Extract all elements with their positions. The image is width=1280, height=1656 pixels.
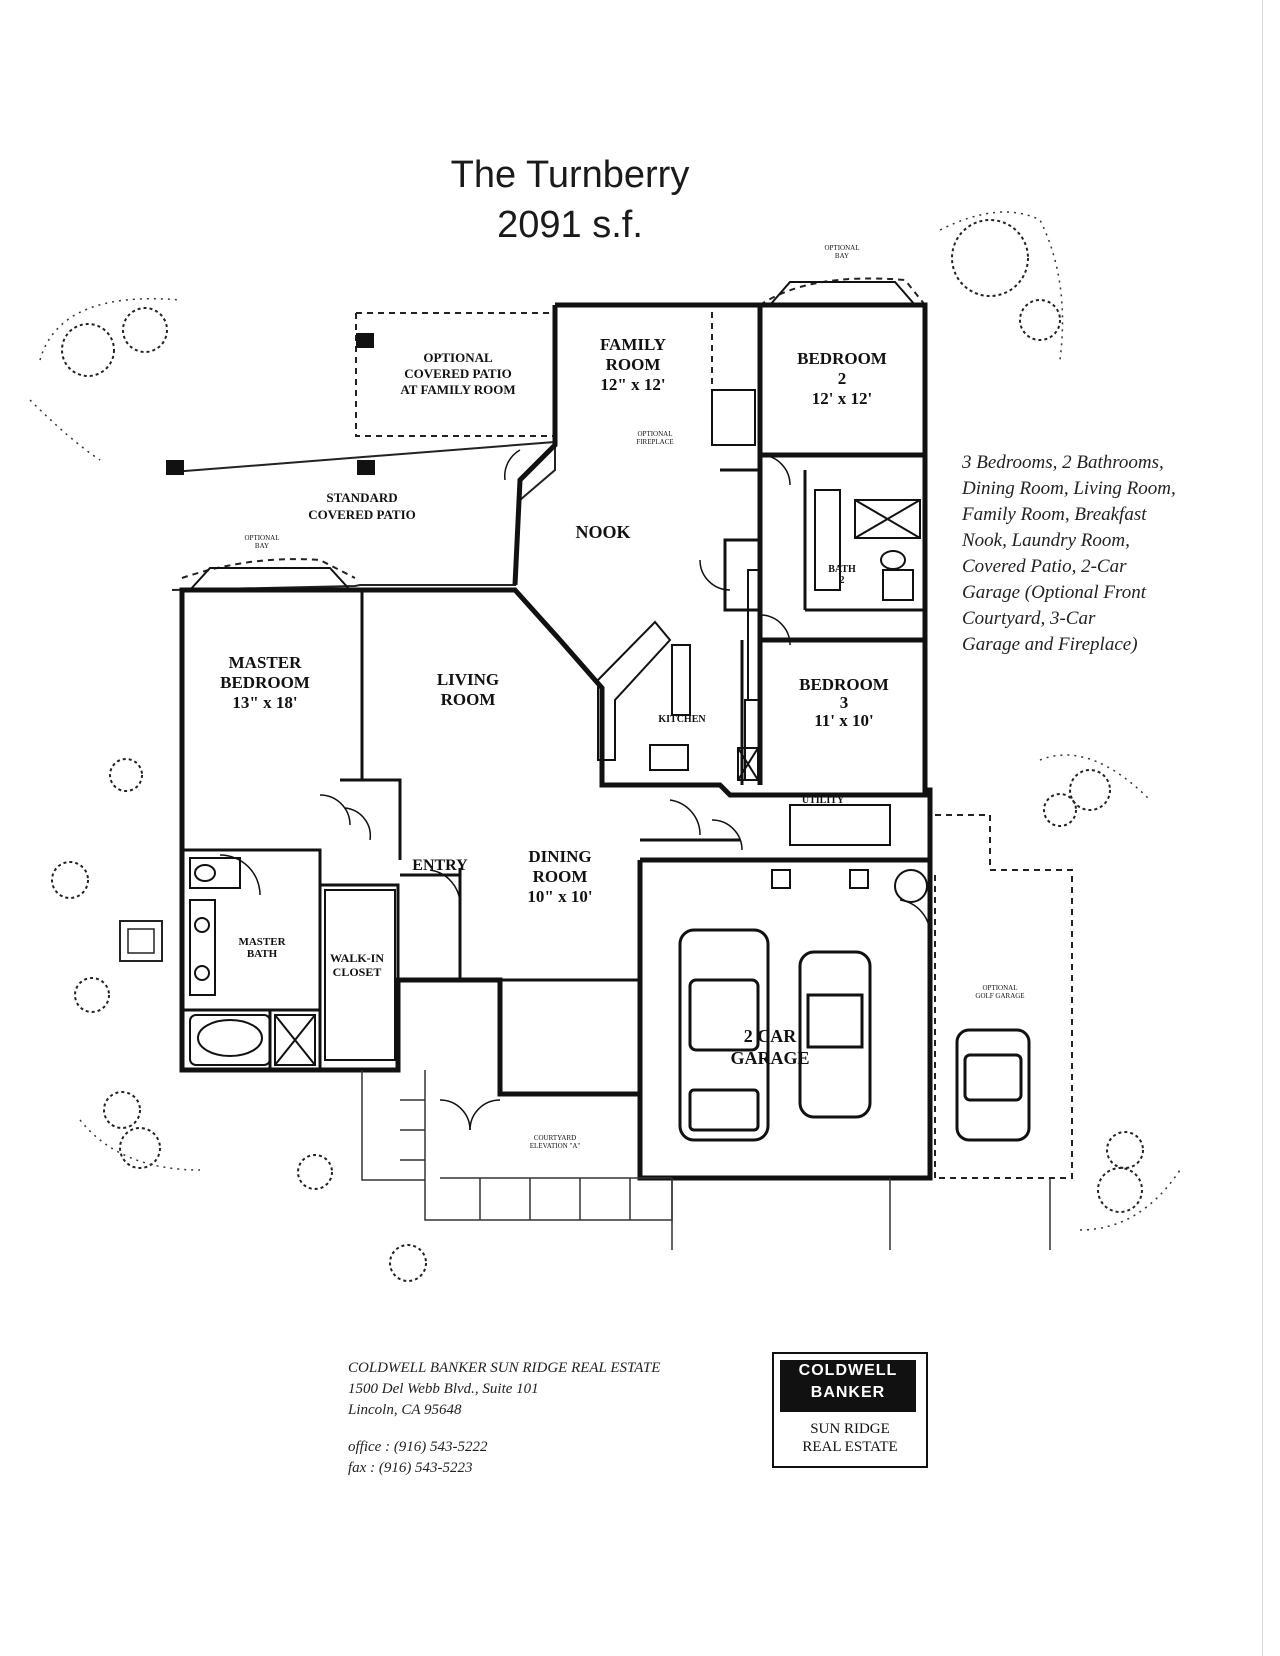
feature-line: 3 Bedrooms, 2 Bathrooms,: [962, 452, 1164, 473]
plan-area: 2091 s.f.: [497, 204, 643, 246]
company-address-2: Lincoln, CA 95648: [348, 1402, 462, 1418]
feature-line: Garage and Fireplace): [962, 634, 1138, 655]
feature-line: Dining Room, Living Room,: [962, 478, 1176, 499]
logo-subtitle: SUN RIDGE REAL ESTATE: [802, 1421, 898, 1455]
bath-fixtures: [189, 489, 928, 1066]
feature-line: Nook, Laundry Room,: [962, 530, 1130, 551]
feature-line: Covered Patio, 2-Car: [962, 556, 1127, 577]
cars: [678, 928, 1031, 1142]
plan-name: The Turnberry: [450, 154, 690, 196]
planter-box: [119, 920, 163, 962]
plan-title: The Turnberry 2091 s.f.: [360, 150, 780, 250]
kitchen-counters: [597, 389, 761, 781]
company-address-1: 1500 Del Webb Blvd., Suite 101: [348, 1381, 539, 1397]
doors: [219, 449, 931, 1131]
logo-wordmark: COLDWELL BANKER: [780, 1360, 916, 1412]
feature-line: Family Room, Breakfast: [962, 504, 1147, 525]
landscape-dots: [29, 211, 1181, 1231]
company-office-phone: office : (916) 543-5222: [348, 1439, 488, 1455]
front-walkway: [361, 1070, 1051, 1250]
patio-post: [166, 460, 184, 475]
features-list: 3 Bedrooms, 2 Bathrooms, Dining Room, Liv…: [962, 450, 1262, 658]
company-name: COLDWELL BANKER SUN RIDGE REAL ESTATE: [348, 1360, 661, 1376]
landscape-shrubs: [51, 219, 1144, 1282]
company-info: COLDWELL BANKER SUN RIDGE REAL ESTATE 15…: [348, 1358, 660, 1479]
label-utility: UTILITY: [802, 795, 845, 806]
patio-post: [356, 333, 374, 348]
company-fax: fax : (916) 543-5223: [348, 1460, 473, 1476]
coldwell-banker-logo: COLDWELL BANKER SUN RIDGE REAL ESTATE: [772, 1352, 928, 1468]
page-edge-line: [1262, 0, 1263, 1656]
bay-windows: [189, 281, 916, 591]
optional-patio-outline: [355, 313, 555, 437]
feature-line: Courtyard, 3-Car: [962, 608, 1096, 629]
label-nook: NOOK: [575, 522, 630, 542]
patio-post: [357, 460, 375, 475]
closets: [324, 747, 759, 1061]
label-kitchen: KITCHEN: [658, 714, 706, 725]
optional-golf-garage-outline: [935, 814, 1073, 1179]
interior-walls: [182, 468, 925, 1070]
feature-line: Garage (Optional Front: [962, 582, 1147, 603]
label-entry: ENTRY: [412, 857, 468, 874]
